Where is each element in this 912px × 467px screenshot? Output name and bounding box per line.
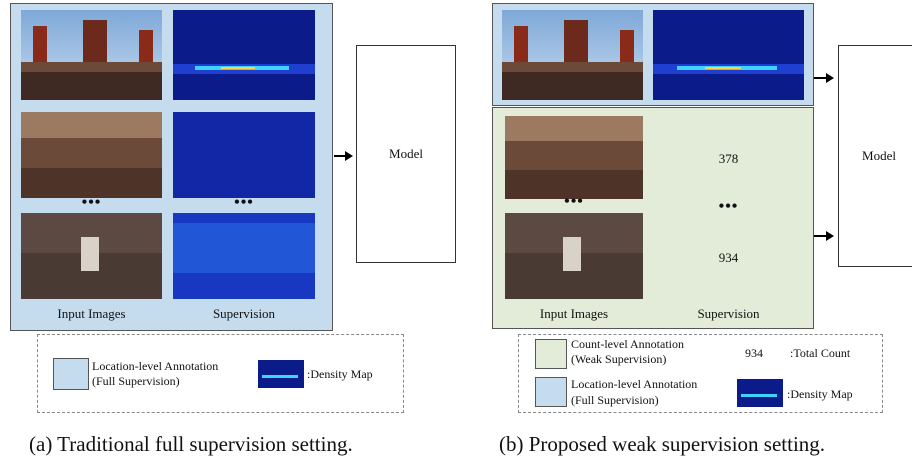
model-label: Model <box>389 146 423 161</box>
crowd-vehicle-image <box>505 213 643 299</box>
model-box: Model <box>356 45 456 263</box>
density-map-label: :Density Map <box>787 387 853 401</box>
crowd-concert-image <box>21 10 162 100</box>
count-level-label: Count-level Annotation <box>571 337 684 351</box>
ellipsis-supervision: ••• <box>234 194 254 211</box>
weak-supervision-label: (Weak Supervision) <box>571 352 667 366</box>
density-map-image <box>173 112 315 198</box>
crowd-vehicle-image <box>21 213 162 299</box>
density-map-image <box>173 10 315 100</box>
count-ellipsis: ••• <box>718 198 739 215</box>
count-level-swatch <box>535 339 567 369</box>
location-level-swatch <box>53 358 89 390</box>
density-map-image <box>173 213 315 299</box>
ellipsis-input-images: ••• <box>81 194 102 211</box>
location-level-label: Location-level Annotation <box>571 377 698 391</box>
arrow-to-model <box>334 152 353 160</box>
density-map-label: :Density Map <box>307 367 373 381</box>
caption-b: (b) Proposed weak supervision setting. <box>499 432 826 456</box>
dense-crowd-image <box>505 116 643 199</box>
density-map-swatch <box>737 379 783 407</box>
density-map-image <box>653 10 804 100</box>
full-supervision-label: (Full Supervision) <box>92 374 180 388</box>
location-level-swatch <box>535 377 567 407</box>
ellipsis-input-images: ••• <box>564 193 584 210</box>
legend-box <box>37 334 404 413</box>
arrow-to-model-top <box>814 74 834 82</box>
model-box: Model <box>838 45 912 267</box>
crowd-concert-image <box>502 10 643 100</box>
supervision-label: Supervision <box>697 306 760 321</box>
dense-crowd-image <box>21 112 162 198</box>
legend-box <box>518 334 883 413</box>
arrow-to-model-bottom <box>814 232 834 240</box>
input-images-label: Input Images <box>57 306 126 321</box>
count-934: 934 <box>718 250 739 265</box>
total-count-value: 934 <box>745 346 763 360</box>
count-378: 378 <box>718 151 739 166</box>
density-map-swatch <box>258 360 304 388</box>
location-level-label: Location-level Annotation <box>92 359 219 373</box>
total-count-label: :Total Count <box>790 346 851 360</box>
full-supervision-label: (Full Supervision) <box>571 393 659 407</box>
model-label: Model <box>862 148 896 163</box>
input-images-label: Input Images <box>539 306 609 321</box>
supervision-label: Supervision <box>212 306 276 321</box>
caption-a: (a) Traditional full supervision setting… <box>29 432 353 456</box>
